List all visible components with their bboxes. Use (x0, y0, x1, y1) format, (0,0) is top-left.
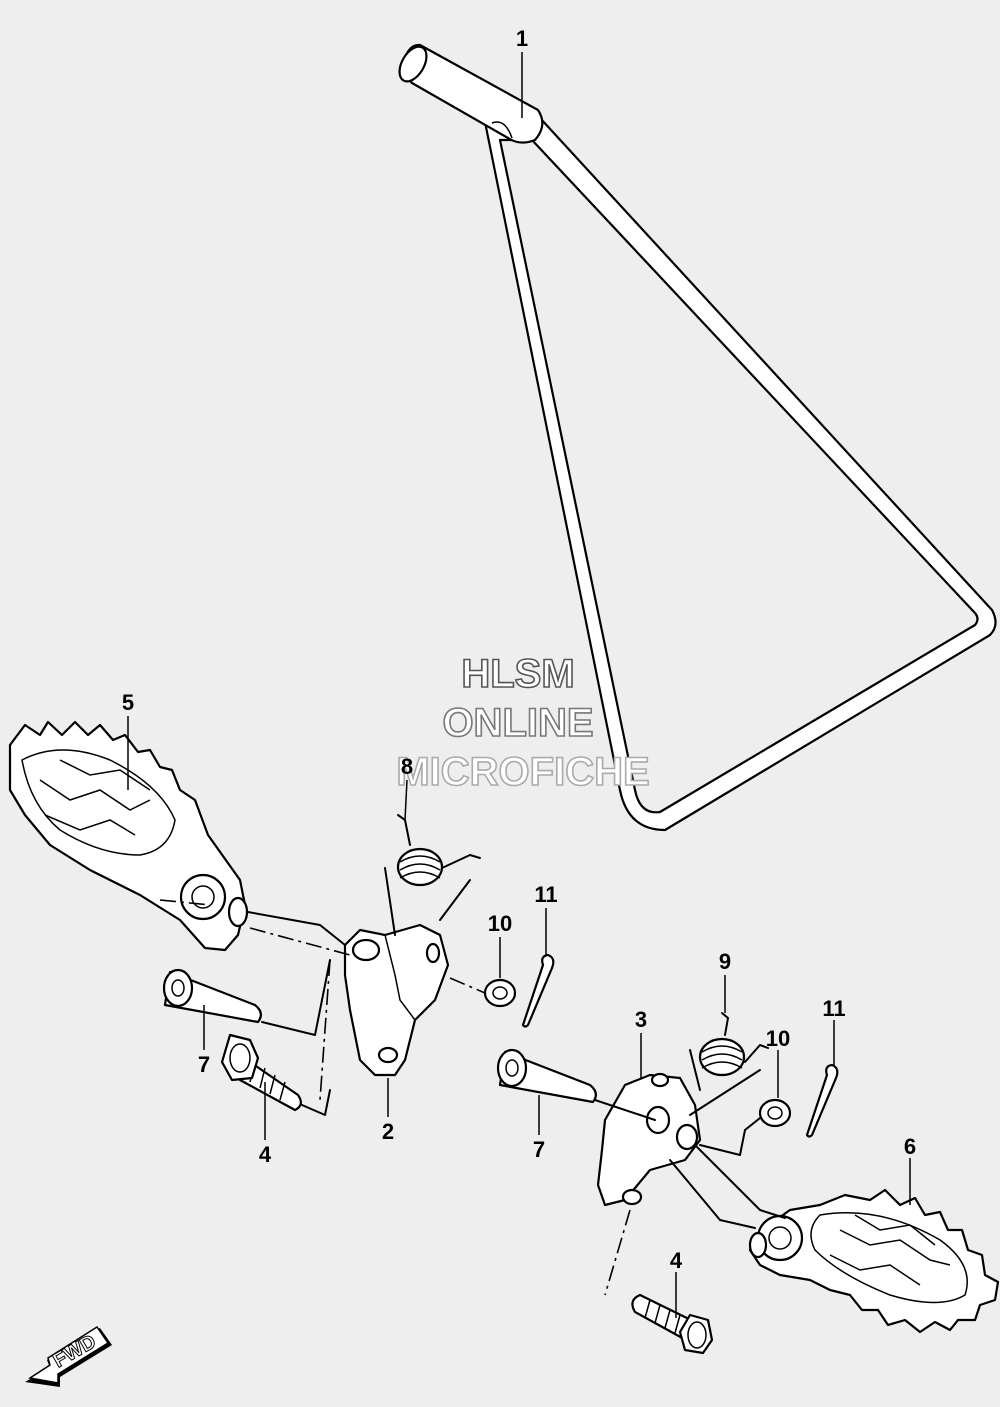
callout-10-left: 10 (488, 911, 512, 936)
watermark-line1: HLSM (461, 652, 574, 696)
callout-6: 6 (904, 1134, 916, 1159)
callout-1: 1 (516, 26, 528, 51)
callout-5: 5 (122, 690, 134, 715)
stand-part-1 (398, 43, 997, 832)
callout-4-left: 4 (259, 1142, 272, 1167)
callout-4-right: 4 (670, 1248, 683, 1273)
bracket-left-part-2 (343, 923, 450, 1077)
callout-7-right: 7 (533, 1137, 545, 1162)
footpeg-right-part-6 (748, 1188, 1000, 1334)
bolt-left-part-4 (220, 1033, 302, 1112)
callouts: 1 5 8 10 11 7 4 2 9 3 10 11 7 6 4 (122, 26, 916, 1273)
spring-right-part-9 (689, 1012, 769, 1116)
callout-10-right: 10 (766, 1026, 790, 1051)
spring-left-part-8 (384, 814, 481, 936)
pin-left-part-7 (162, 968, 262, 1024)
pin-right-part-7 (496, 1048, 597, 1104)
footpeg-left-part-5 (8, 720, 249, 952)
washer-right-part-10 (758, 1098, 792, 1128)
callout-11-right: 11 (822, 996, 845, 1021)
callout-11-left: 11 (534, 882, 557, 907)
washer-left-part-10 (483, 978, 517, 1008)
cotter-pin-left-part-11 (521, 953, 555, 1028)
fwd-arrow-icon: FWD (25, 1325, 112, 1387)
watermark: HLSM ONLINE MICROFICHE (396, 651, 651, 795)
callout-3: 3 (635, 1007, 647, 1032)
watermark-line3: MICROFICHE (396, 750, 649, 794)
callout-9: 9 (719, 949, 731, 974)
bracket-right-part-3 (596, 1072, 702, 1207)
callout-2: 2 (382, 1119, 394, 1144)
leader-lines (127, 52, 911, 1318)
watermark-line2: ONLINE (442, 701, 593, 745)
cotter-pin-right-part-11 (805, 1063, 839, 1138)
bolt-right-part-4 (631, 1293, 714, 1355)
assembly-lines (159, 899, 786, 1296)
callout-8: 8 (401, 754, 413, 779)
callout-7-left: 7 (198, 1052, 210, 1077)
